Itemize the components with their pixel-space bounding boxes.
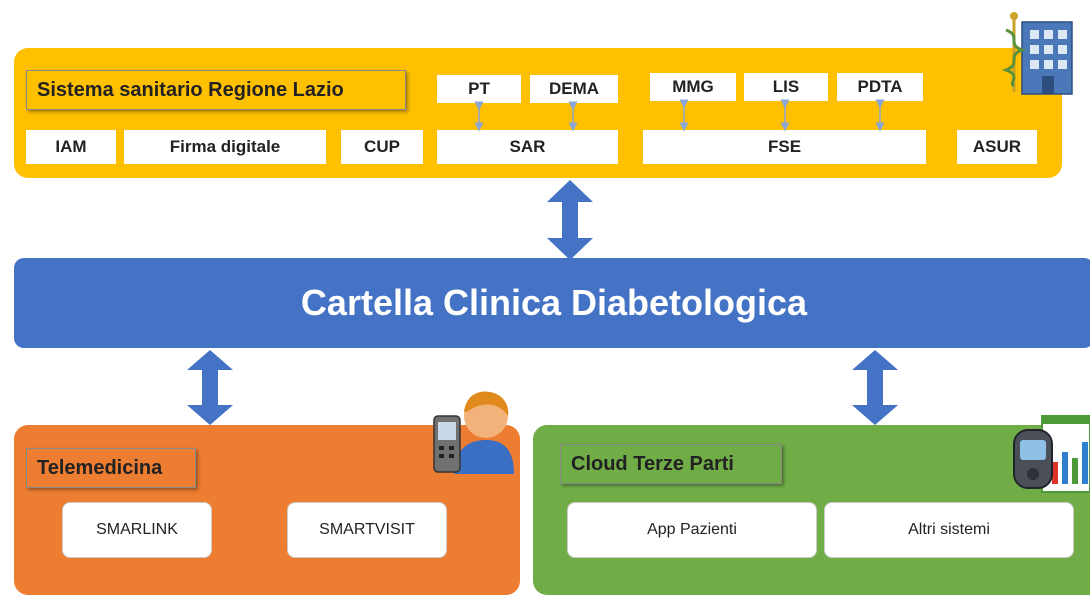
dema-box: DEMA [530, 75, 618, 103]
mmg-box: MMG [650, 73, 736, 101]
smarlink-box: SMARLINK [62, 502, 212, 558]
fse-box: FSE [643, 130, 926, 164]
firma-digitale-box: Firma digitale [124, 130, 326, 164]
altri-sistemi-box: Altri sistemi [824, 502, 1074, 558]
telemedicina-title: Telemedicina [26, 448, 196, 488]
hospital-caduceus-icon [1001, 12, 1073, 95]
app-pazienti-box: App Pazienti [567, 502, 817, 558]
arrow-cartella-telemedicina [187, 350, 233, 425]
cartella-clinica-title: Cartella Clinica Diabetologica [300, 282, 808, 323]
glucose-meter-chart-icon [1013, 415, 1090, 493]
cloud-terze-parti-title: Cloud Terze Parti [560, 444, 782, 484]
small-connectors [474, 99, 885, 132]
pt-box: PT [437, 75, 521, 103]
arrow-regione-cartella [547, 180, 593, 260]
lis-box: LIS [744, 73, 828, 101]
sar-box: SAR [437, 130, 618, 164]
iam-box: IAM [26, 130, 116, 164]
cup-box: CUP [341, 130, 423, 164]
cartella-clinica-bar: Cartella Clinica Diabetologica [14, 258, 1090, 348]
smartvisit-box: SMARTVISIT [287, 502, 447, 558]
user-phone-icon [433, 391, 514, 474]
regione-lazio-title: Sistema sanitario Regione Lazio [26, 70, 406, 110]
asur-box: ASUR [957, 130, 1037, 164]
pdta-box: PDTA [837, 73, 923, 101]
arrow-cartella-cloud [852, 350, 898, 425]
